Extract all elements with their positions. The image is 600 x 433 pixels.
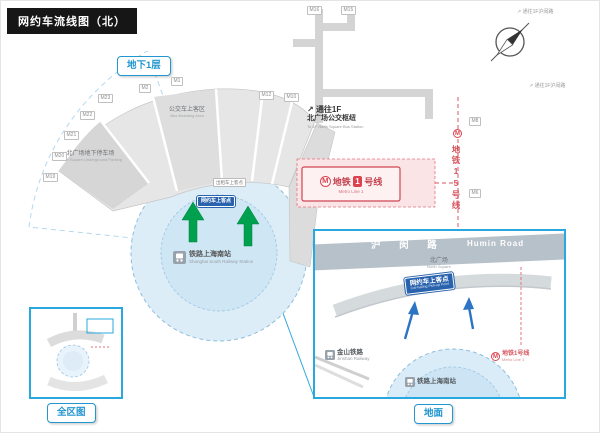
exit-marker: M16 [307,6,322,15]
pickup-arrows [403,297,475,340]
zoom-region-box [86,318,114,334]
jinshan-tracks [315,355,370,381]
metro-logo-icon: M [319,175,331,187]
jinshan-label: 金山铁路 Jinshan Railway [325,349,370,362]
metro-line1-chip: M 地铁1号线 Metro Line 1 [491,351,530,362]
metro1-line-number: 1 [352,175,363,187]
taxi-pickup-chip: 出租车上客点 [213,178,246,187]
humin-road-en: Humin Road [467,239,525,248]
metro-logo-icon: M [453,129,462,138]
exit-marker: M22 [80,111,95,120]
to-1f-note: ↗ 通往1F 北广场公交枢纽 To 1F North Square Bus St… [307,105,364,129]
station-label: 铁路上海南站 Shanghai South Railway Station [173,251,253,264]
ground-inset: 沪 闵 路 Humin Road 北广场 North Square 网约车上客点… [313,229,566,399]
metro-logo-icon: M [491,352,500,362]
exit-marker: M12 [259,91,274,100]
compass-icon [490,22,530,62]
floor-label: 地下1层 [117,56,171,76]
exit-marker: M23 [98,94,113,103]
pickup-sign: 网约车上客点 [195,195,237,208]
overview-inset [29,307,123,399]
arrow-ne-icon: ↗ [307,105,316,114]
flow-up-arrows [181,201,260,247]
exit-marker: M10 [284,93,299,102]
exit-marker: M21 [64,131,79,140]
exit-note-top: ↗ 通往1F沪闵路 [517,9,554,15]
train-icon [173,251,186,264]
metro-line1-box: M 地铁 1 号线 Metro Line 1 [302,167,400,201]
exit-marker: M19 [43,173,58,182]
page-title: 网约车流线图（北） [7,8,137,34]
overview-label: 全区图 [47,403,96,423]
ground-inset-graphics [315,233,564,397]
exit-marker: M2 [139,84,151,93]
humin-road-zh: 沪 闵 路 [371,240,445,251]
exit-marker: M20 [52,152,67,161]
exit-note-right: ↗ 通往1F沪闵路 [529,83,566,89]
ground-label: 地面 [414,404,454,424]
train-icon [325,350,335,361]
humin-road-band [315,233,564,271]
exit-marker: M15 [341,6,356,15]
station-label-ground: 铁路上海南站 [405,377,456,387]
north-square-label: 北广场 North Square [427,258,451,270]
metro-line15-label: 地铁15号线 [451,145,461,211]
exit-marker: M8 [469,117,481,126]
bus-area-label: 公交车上客区 Bus Boarding Area [169,107,206,119]
exit-marker: M6 [469,189,481,198]
train-icon [405,377,415,387]
parking-label: 北广场地下停车场 North Square Underground Parkin… [59,151,122,163]
metro1-english: Metro Line 1 [338,188,364,194]
exit-marker: M1 [171,77,183,86]
metro1-suffix: 号线 [364,176,383,187]
overview-mini-map [46,313,114,391]
corridor-network [293,7,433,123]
metro1-prefix: 地铁 [332,176,351,187]
